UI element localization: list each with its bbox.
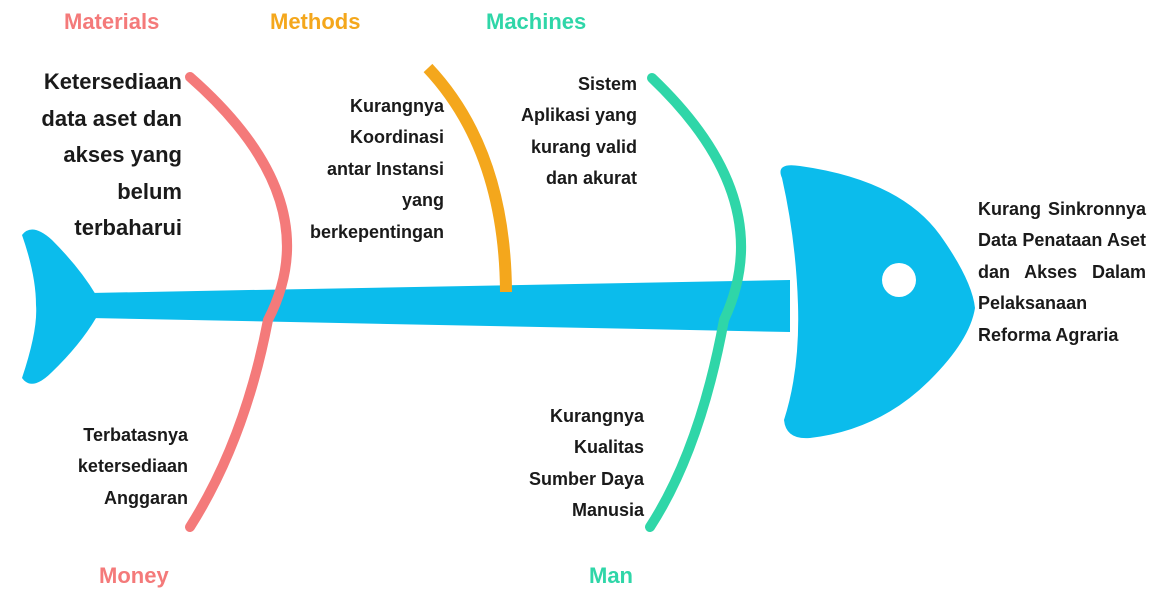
cause-man: Kurangnya Kualitas Sumber Daya Manusia [528, 406, 644, 521]
cause-machines: Sistem Aplikasi yang kurang valid dan ak… [520, 74, 637, 189]
effect-problem: Kurang Sinkronnya Data Penataan Aset dan… [978, 199, 1146, 345]
category-money: Money [99, 563, 169, 588]
methods-bone [423, 63, 512, 293]
machines-man-bone [645, 73, 746, 532]
fish-tail [22, 229, 96, 384]
category-machines: Machines [486, 9, 587, 34]
cause-money: Terbatasnya ketersediaan Anggaran [77, 425, 188, 508]
fish-eye [882, 263, 916, 297]
category-methods: Methods [270, 9, 361, 34]
category-materials: Materials [64, 9, 160, 34]
fish-head [780, 165, 975, 439]
cause-methods: Kurangnya Koordinasi antar Instansi yang… [309, 96, 444, 242]
materials-money-bone [185, 72, 292, 532]
cause-materials: Ketersediaan data aset dan akses yang be… [41, 69, 182, 240]
category-man: Man [589, 563, 633, 588]
fish-spine [90, 280, 790, 332]
